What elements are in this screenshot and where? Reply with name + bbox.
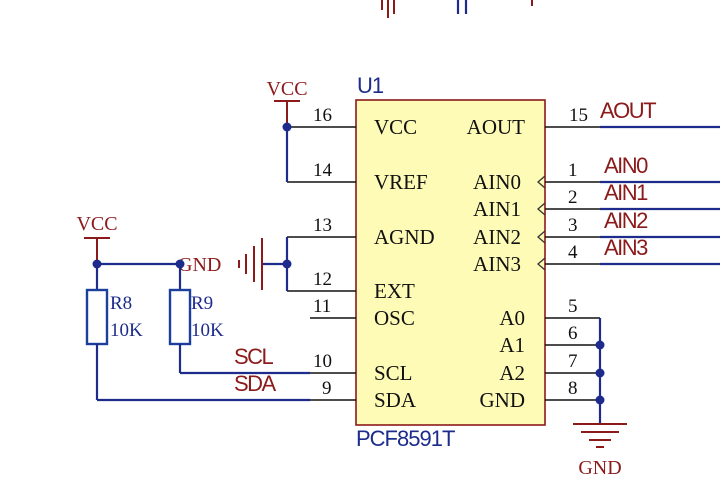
pin-name-vcc: VCC xyxy=(374,115,417,139)
pin-name-sda: SDA xyxy=(374,388,417,412)
ground-symbol-left xyxy=(238,238,263,290)
pin-name-vref: VREF xyxy=(374,170,428,194)
pin-name-agnd: AGND xyxy=(374,225,435,249)
pin-name-osc: OSC xyxy=(374,306,415,330)
pin-num-13: 13 xyxy=(313,215,332,236)
pin-name-ain2: AIN2 xyxy=(473,225,521,249)
ground-symbol-bottom xyxy=(573,423,627,448)
pin-name-ain3: AIN3 xyxy=(473,252,521,276)
pin-num-3: 3 xyxy=(568,215,578,236)
net-label-ain0: AIN0 xyxy=(604,153,648,178)
ic-designator: U1 xyxy=(357,73,384,98)
r9-designator: R9 xyxy=(191,293,213,314)
gnd-label-left: GND xyxy=(178,254,221,276)
resistor-r9 xyxy=(168,288,192,346)
vcc-label-top: VCC xyxy=(266,78,307,100)
pin-name-gnd: GND xyxy=(480,388,526,412)
agnd-ext-net xyxy=(262,237,292,291)
resistor-r8 xyxy=(85,288,109,346)
pin-name-a1: A1 xyxy=(499,333,525,357)
scl-net xyxy=(178,344,310,375)
net-label-sda: SDA xyxy=(234,371,277,396)
gnd-label-bottom: GND xyxy=(578,457,621,479)
pin-num-8: 8 xyxy=(568,378,578,399)
pin-num-16: 16 xyxy=(313,105,332,126)
r9-value: 10K xyxy=(191,320,224,341)
ain-input-arrows xyxy=(537,175,546,271)
pin-num-6: 6 xyxy=(568,323,578,344)
pin-name-scl: SCL xyxy=(374,361,413,385)
net-label-scl: SCL xyxy=(234,344,274,369)
pin-name-ext: EXT xyxy=(374,279,415,303)
pin-num-11: 11 xyxy=(313,296,331,317)
pin-num-10: 10 xyxy=(313,351,332,372)
ic-part-number: PCF8591T xyxy=(356,426,455,451)
pin-name-aout: AOUT xyxy=(467,115,525,139)
cropped-top-symbols xyxy=(381,0,533,18)
r8-value: 10K xyxy=(110,320,143,341)
pullup-rail xyxy=(92,259,185,290)
pin-num-2: 2 xyxy=(568,187,578,208)
vcc-label-left: VCC xyxy=(76,213,117,235)
pin-name-a0: A0 xyxy=(499,306,525,330)
ic-body xyxy=(355,99,546,426)
pin-num-12: 12 xyxy=(313,269,332,290)
net-label-ain2: AIN2 xyxy=(604,208,648,233)
pin-name-ain0: AIN0 xyxy=(473,170,521,194)
pin-num-7: 7 xyxy=(568,351,578,372)
pin-num-5: 5 xyxy=(568,296,578,317)
net-label-aout: AOUT xyxy=(600,98,656,123)
address-ground-net xyxy=(595,318,605,424)
net-label-ain3: AIN3 xyxy=(604,235,648,260)
pin-num-15: 15 xyxy=(569,105,588,126)
sda-net xyxy=(95,344,310,402)
pin-num-4: 4 xyxy=(568,242,578,263)
pin-num-9: 9 xyxy=(322,378,332,399)
net-label-ain1: AIN1 xyxy=(604,180,648,205)
pin-num-1: 1 xyxy=(568,160,578,181)
r8-designator: R8 xyxy=(110,293,132,314)
vcc-vref-net xyxy=(282,122,292,182)
pin-name-ain1: AIN1 xyxy=(473,197,521,221)
pin-name-a2: A2 xyxy=(499,361,525,385)
pin-num-14: 14 xyxy=(313,160,333,181)
